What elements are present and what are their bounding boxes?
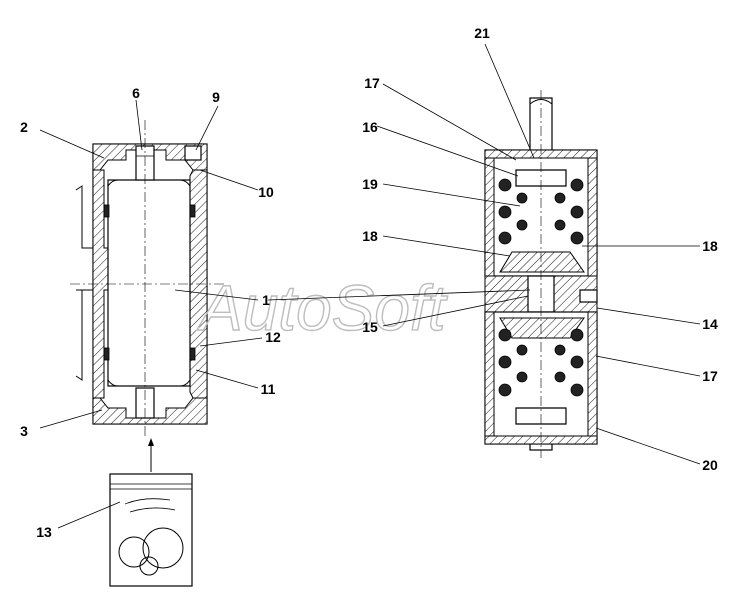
callout-14: 16 bbox=[362, 119, 378, 135]
callout-11: 13 bbox=[36, 524, 52, 540]
watermark-text: AutoSoft bbox=[196, 272, 448, 344]
callout-2: 2 bbox=[20, 119, 28, 135]
callout-15: 17 bbox=[364, 75, 380, 91]
callout-labels: 6 9 2 10 1 12 11 3 13 21 17 16 19 18 18 … bbox=[20, 25, 718, 540]
callout-18: 18 bbox=[702, 238, 718, 254]
callout-19: 19 bbox=[362, 176, 378, 192]
left-cylinder-assembly bbox=[70, 120, 226, 436]
callout-4: 6 bbox=[132, 85, 140, 101]
callout-10: 12 bbox=[265, 329, 281, 345]
callout-13: 15 bbox=[362, 319, 378, 335]
right-valve-assembly bbox=[484, 90, 598, 458]
callout-3: 3 bbox=[20, 423, 28, 439]
leader-lines bbox=[39, 43, 701, 529]
callout-5: 9 bbox=[212, 89, 220, 105]
callout-20: 20 bbox=[702, 457, 718, 473]
callout-6: 10 bbox=[258, 184, 274, 200]
callout-16: 18 bbox=[362, 228, 378, 244]
callout-21: 21 bbox=[474, 25, 490, 41]
callout-1: 1 bbox=[262, 292, 270, 308]
callout-17: 17 bbox=[702, 368, 718, 384]
callout-12: 14 bbox=[702, 316, 718, 332]
seal-kit-packet bbox=[109, 438, 193, 587]
callout-9: 11 bbox=[261, 381, 276, 397]
